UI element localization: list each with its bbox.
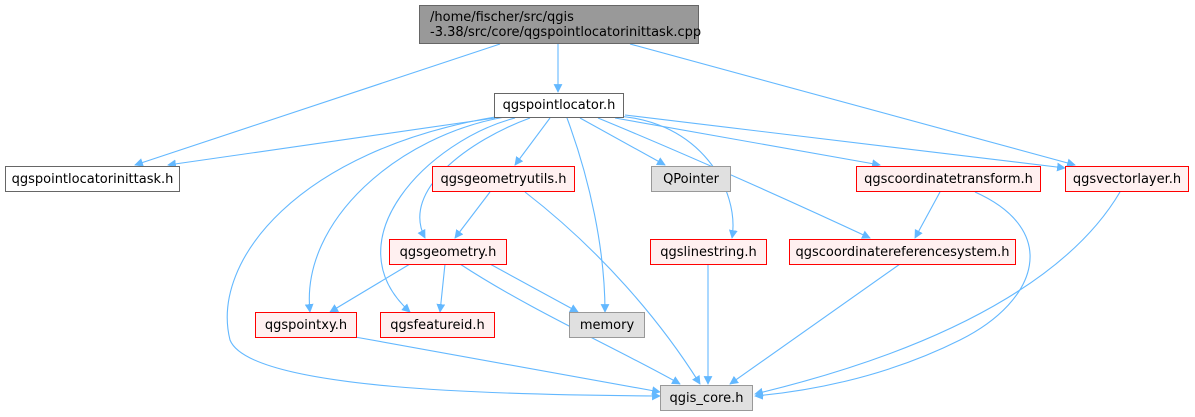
node-qgspointlocator-label: qgspointlocator.h [502, 98, 616, 113]
node-qgsgeometryutils-label: qgsgeometryutils.h [440, 171, 567, 187]
node-qgscoordinatetransform-label: qgscoordinatetransform.h [864, 171, 1033, 187]
node-memory-label: memory [579, 317, 635, 333]
node-qgspointlocatorinittask-label: qgspointlocatorinittask.h [11, 171, 174, 187]
edge-pl-to-qgslinestring [614, 115, 738, 239]
edge-pxy-to-qgis-core [354, 336, 661, 395]
node-qgsgeometryutils[interactable]: qgsgeometryutils.h [432, 166, 575, 192]
node-qgspointlocator[interactable]: qgspointlocator.h [494, 93, 624, 118]
edge-pl-to-qgspointxy [304, 116, 506, 313]
node-qgsgeometry[interactable]: qgsgeometry.h [389, 239, 507, 265]
node-qpointer-label: QPointer [663, 171, 719, 187]
edge-g-to-qgsfeatureid [436, 263, 446, 313]
node-qgscoordinatetransform[interactable]: qgscoordinatetransform.h [856, 166, 1041, 192]
node-qgscoordinatereferencesystem[interactable]: qgscoordinatereferencesystem.h [789, 239, 1016, 265]
edge-pl-to-qgscoordinatetransform [614, 117, 881, 168]
edge-pl-to-qgspointlocatorinittask [167, 117, 496, 169]
edge-g-to-qgspointxy [329, 263, 411, 313]
node-qgspointlocatorinittask[interactable]: qgspointlocatorinittask.h [5, 166, 180, 192]
node-qgslinestring[interactable]: qgslinestring.h [650, 239, 767, 265]
node-qgspointxy-label: qgspointxy.h [264, 317, 348, 333]
edge-pl-to-qpointer [579, 117, 666, 166]
edge-root-to-qgspointlocatorinittask [134, 43, 501, 167]
edge-gu-to-qgsgeometry [454, 191, 491, 239]
edge-pl-to-qgsfeatureid [380, 117, 516, 313]
edge-gu-to-qgis-core [524, 191, 701, 385]
edge-pl-to-qgscoordinatereferencesystem [597, 117, 871, 239]
node-qgsvectorlayer-label: qgsvectorlayer.h [1072, 171, 1182, 187]
node-qpointer[interactable]: QPointer [651, 166, 731, 192]
edge-ct-to-crs [914, 191, 941, 239]
edge-pl-to-memory [566, 117, 610, 313]
edge-pl-to-qgsgeometryutils [514, 117, 551, 166]
node-qgis-core[interactable]: qgis_core.h [660, 385, 753, 411]
edge-root-to-qgsvectorlayer [629, 43, 1076, 168]
node-qgis-core-label: qgis_core.h [669, 390, 744, 406]
edge-crs-to-qgis-core [729, 263, 901, 385]
edge-ct-to-qgis-core [754, 191, 1031, 400]
edge-pl-to-qgis-core [226, 116, 661, 401]
node-qgsvectorlayer[interactable]: qgsvectorlayer.h [1065, 166, 1189, 192]
node-root-file[interactable]: /home/fischer/src/qgis -3.38/src/core/qg… [419, 5, 702, 44]
node-qgscoordinatereferencesystem-label: qgscoordinatereferencesystem.h [795, 244, 1010, 260]
node-qgslinestring-label: qgslinestring.h [660, 244, 757, 260]
node-memory[interactable]: memory [569, 312, 645, 338]
node-qgspointxy[interactable]: qgspointxy.h [255, 312, 357, 338]
edge-g-to-memory [489, 263, 579, 313]
edge-pl-to-qgsvectorlayer [624, 114, 1066, 172]
node-qgsfeatureid-label: qgsfeatureid.h [390, 317, 485, 333]
node-qgsfeatureid[interactable]: qgsfeatureid.h [380, 312, 495, 338]
node-qgsgeometry-label: qgsgeometry.h [399, 244, 497, 260]
edge-vl-to-qgis-core [754, 191, 1121, 397]
node-root-file-label: /home/fischer/src/qgis -3.38/src/core/qg… [430, 9, 702, 40]
